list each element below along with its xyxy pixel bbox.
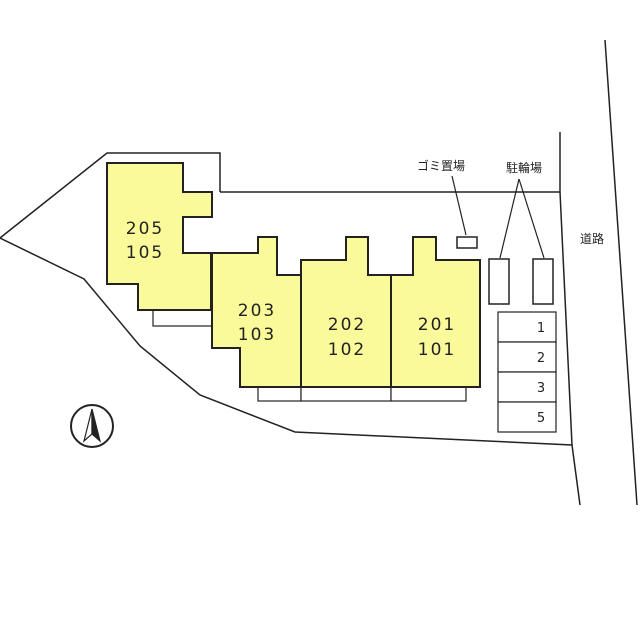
bicycle-parking-2 <box>532 258 554 305</box>
building-201-101: 201 101 <box>390 236 481 388</box>
bicycle-parking-label: 駐輪場 <box>506 160 542 175</box>
terrace-201 <box>390 386 467 402</box>
parking-label-2: 2 <box>537 351 545 366</box>
parking-space-5 <box>497 401 557 433</box>
unit-103: 103 <box>238 325 276 345</box>
site-boundary <box>0 152 581 506</box>
building-205-105: 205 105 <box>106 162 213 311</box>
unit-101: 101 <box>418 340 456 360</box>
garbage-leader-line <box>451 175 467 236</box>
road-edge-east <box>604 39 638 506</box>
unit-105: 105 <box>126 243 164 263</box>
terrace-202 <box>300 386 392 402</box>
unit-202: 202 <box>328 315 366 335</box>
parking-label-1: 1 <box>537 321 545 336</box>
unit-203: 203 <box>238 301 276 321</box>
parking-space-3 <box>497 371 557 403</box>
bicycle-parking-1 <box>488 258 510 305</box>
garbage-area-label: ゴミ置場 <box>417 158 465 173</box>
parking-label-5: 5 <box>537 411 545 426</box>
garbage-area <box>456 236 478 249</box>
unit-201: 201 <box>418 315 456 335</box>
parking-space-1 <box>497 311 557 343</box>
north-arrow-icon <box>70 404 114 448</box>
parking-space-2 <box>497 341 557 373</box>
bicycle-leader-right <box>518 178 545 259</box>
parking-label-3: 3 <box>537 381 545 396</box>
building-203-103: 203 103 <box>211 236 302 388</box>
road-edge <box>559 191 573 446</box>
terrace-203 <box>257 386 302 402</box>
bicycle-leader-left <box>499 178 520 259</box>
building-202-102: 202 102 <box>300 236 392 388</box>
unit-205: 205 <box>126 219 164 239</box>
unit-102: 102 <box>328 340 366 360</box>
terrace-205 <box>152 309 214 327</box>
road-label: 道路 <box>580 231 604 246</box>
